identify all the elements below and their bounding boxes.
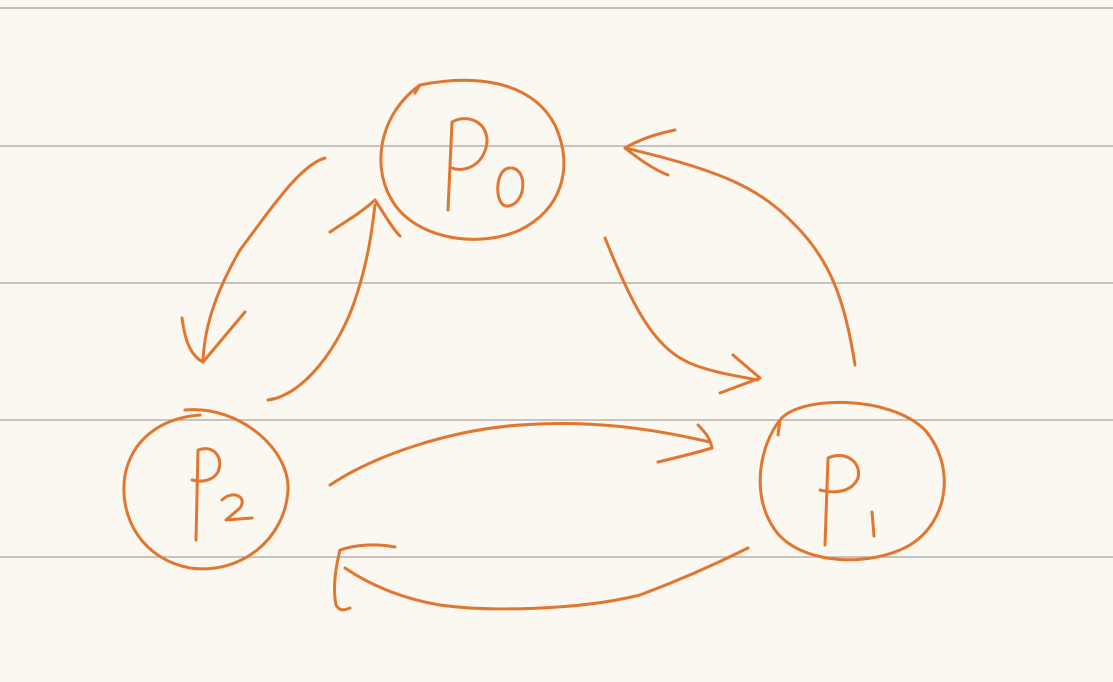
node-circle <box>758 400 946 562</box>
node-circle <box>379 78 566 241</box>
ruled-lines <box>0 7 1113 558</box>
node-subscript: 2 <box>235 514 236 516</box>
edge-line <box>623 146 857 367</box>
node-p2: P 2 <box>122 408 290 571</box>
edge-line <box>201 156 327 362</box>
arrowhead <box>333 543 397 612</box>
arrowhead <box>180 310 247 364</box>
edge-p1-to-p2 <box>333 543 750 612</box>
letter-p-stroke <box>818 454 861 547</box>
subscript-zero-stroke <box>496 166 525 208</box>
edge-p0-to-p1 <box>603 236 762 395</box>
edge-line <box>328 422 712 487</box>
arrowhead <box>328 198 402 238</box>
edge-p2-to-p1 <box>328 422 714 487</box>
letter-p-stroke <box>446 117 489 212</box>
edge-line <box>343 546 750 611</box>
edge-p1-to-p0 <box>623 128 857 367</box>
arrowhead <box>623 128 677 177</box>
subscript-two-stroke <box>220 493 254 522</box>
edge-p2-to-p0 <box>266 198 402 402</box>
node-p1: P 1 <box>758 400 946 562</box>
arrowhead <box>718 353 762 395</box>
edge-line <box>266 203 377 402</box>
node-p0: P 0 <box>379 78 566 241</box>
edge-line <box>603 236 760 382</box>
arrowhead <box>656 423 714 464</box>
edge-p0-to-p2 <box>180 156 327 364</box>
letter-p-stroke <box>190 447 222 542</box>
node-circle <box>122 408 290 571</box>
subscript-one-stroke <box>870 510 876 538</box>
